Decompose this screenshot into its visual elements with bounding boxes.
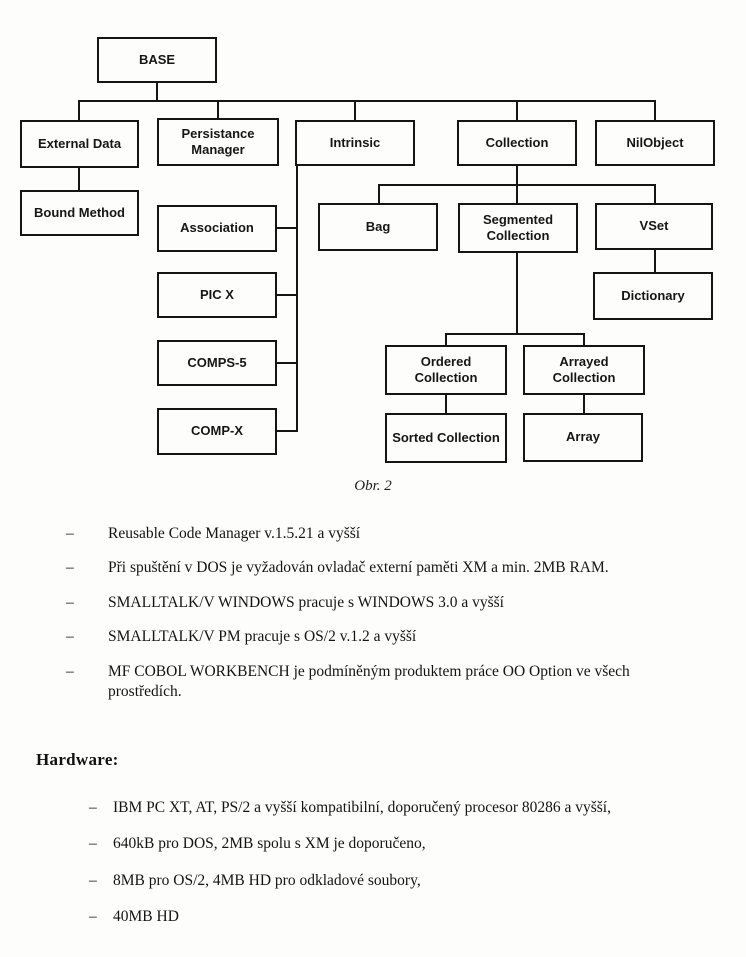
node-external-data: External Data bbox=[20, 120, 139, 168]
node-bag: Bag bbox=[318, 203, 438, 251]
node-bound-method: Bound Method bbox=[20, 190, 139, 236]
list-item: – 640kB pro DOS, 2MB spolu s XM je dopor… bbox=[89, 834, 701, 854]
list-item-text: SMALLTALK/V PM pracuje s OS/2 v.1.2 a vy… bbox=[108, 628, 417, 646]
connector bbox=[276, 294, 298, 296]
connector bbox=[583, 333, 585, 346]
list-item: – 40MB HD bbox=[89, 907, 701, 927]
node-nilobject: NilObject bbox=[595, 120, 715, 166]
connector bbox=[583, 394, 585, 414]
dash-bullet: – bbox=[66, 525, 74, 542]
list-item: – IBM PC XT, AT, PS/2 a vyšší kompatibil… bbox=[89, 798, 701, 818]
node-segmented-collection: Segmented Collection bbox=[458, 203, 578, 253]
node-ordered-collection: Ordered Collection bbox=[385, 345, 507, 395]
node-pic-x: PIC X bbox=[157, 272, 277, 318]
dash-bullet: – bbox=[89, 835, 97, 853]
node-collection: Collection bbox=[457, 120, 577, 166]
dash-bullet: – bbox=[66, 662, 74, 680]
connector bbox=[156, 83, 158, 102]
node-vset: VSet bbox=[595, 203, 713, 250]
dash-bullet: – bbox=[89, 799, 97, 816]
list-item: – MF COBOL WORKBENCH je podmíněným produ… bbox=[66, 662, 688, 703]
connector bbox=[78, 100, 656, 102]
dash-bullet: – bbox=[66, 559, 74, 577]
node-persistance-manager: Persistance Manager bbox=[157, 118, 279, 166]
connector bbox=[276, 430, 298, 432]
list-item-text: SMALLTALK/V WINDOWS pracuje s WINDOWS 3.… bbox=[108, 593, 504, 611]
list-item: – SMALLTALK/V PM pracuje s OS/2 v.1.2 a … bbox=[66, 627, 688, 647]
dash-bullet: – bbox=[66, 593, 74, 611]
dash-bullet: – bbox=[89, 908, 97, 926]
figure-caption: Obr. 2 bbox=[354, 478, 392, 494]
hardware-heading: Hardware: bbox=[36, 750, 119, 769]
connector bbox=[516, 166, 518, 185]
connector bbox=[654, 250, 656, 273]
connector bbox=[276, 227, 298, 229]
connector bbox=[296, 165, 298, 432]
node-arrayed-collection: Arrayed Collection bbox=[523, 345, 645, 395]
connector bbox=[516, 184, 518, 204]
list-item-text: 40MB HD bbox=[113, 908, 179, 926]
node-array: Array bbox=[523, 413, 643, 462]
list-item: – Reusable Code Manager v.1.5.21 a vyšší bbox=[66, 524, 688, 544]
connector bbox=[445, 333, 585, 335]
connector bbox=[276, 362, 298, 364]
connector bbox=[217, 100, 219, 119]
connector bbox=[78, 167, 80, 191]
connector bbox=[654, 184, 656, 204]
list-item: – Při spuštění v DOS je vyžadován ovlada… bbox=[66, 558, 688, 578]
connector bbox=[78, 100, 80, 121]
connector bbox=[445, 333, 447, 346]
hardware-list: – IBM PC XT, AT, PS/2 a vyšší kompatibil… bbox=[89, 798, 701, 944]
list-item-text: IBM PC XT, AT, PS/2 a vyšší kompatibilní… bbox=[113, 799, 611, 816]
node-sorted-collection: Sorted Collection bbox=[385, 413, 507, 463]
list-item: – 8MB pro OS/2, 4MB HD pro odkladové sou… bbox=[89, 871, 701, 891]
connector bbox=[378, 184, 380, 204]
connector bbox=[354, 100, 356, 121]
connector bbox=[445, 394, 447, 414]
list-item-text: 8MB pro OS/2, 4MB HD pro odkladové soubo… bbox=[113, 871, 421, 889]
node-comps-5: COMPS-5 bbox=[157, 340, 277, 386]
list-item-text: 640kB pro DOS, 2MB spolu s XM je doporuč… bbox=[113, 835, 426, 853]
list-item-text: Reusable Code Manager v.1.5.21 a vyšší bbox=[108, 525, 361, 542]
node-intrinsic: Intrinsic bbox=[295, 120, 415, 166]
dash-bullet: – bbox=[66, 628, 74, 646]
connector bbox=[654, 100, 656, 121]
connector bbox=[516, 100, 518, 121]
list-item: – SMALLTALK/V WINDOWS pracuje s WINDOWS … bbox=[66, 593, 688, 613]
node-association: Association bbox=[157, 205, 277, 252]
node-dictionary: Dictionary bbox=[593, 272, 713, 320]
dash-bullet: – bbox=[89, 871, 97, 889]
list-item-text: MF COBOL WORKBENCH je podmíněným produkt… bbox=[108, 662, 630, 701]
node-comp-x: COMP-X bbox=[157, 408, 277, 455]
software-notes-list: – Reusable Code Manager v.1.5.21 a vyšší… bbox=[66, 524, 688, 717]
list-item-text: Při spuštění v DOS je vyžadován ovladač … bbox=[108, 559, 609, 577]
connector bbox=[516, 253, 518, 335]
node-base: BASE bbox=[97, 37, 217, 83]
